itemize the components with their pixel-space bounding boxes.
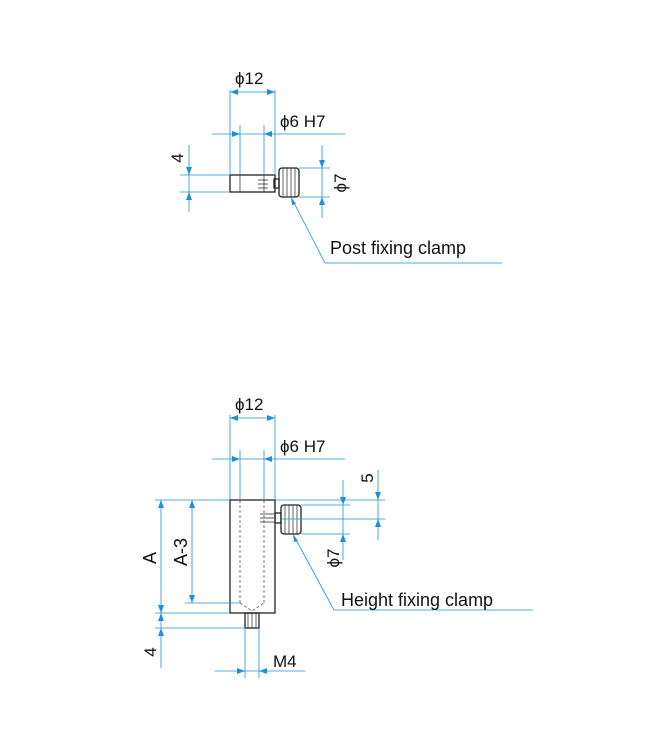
dim-bore-side: ϕ6 H7	[212, 437, 345, 500]
bottom-screw	[244, 612, 260, 629]
label-thread-side: M4	[273, 652, 297, 671]
label-bottom-side: 4	[141, 647, 160, 656]
body-outline	[229, 499, 276, 614]
knurl-lines	[282, 168, 296, 197]
post-holder-body	[229, 174, 276, 193]
callout-height-fixing-clamp: Height fixing clamp	[293, 534, 533, 611]
label-inner-side: A-3	[171, 538, 191, 566]
thread-marks	[258, 179, 268, 189]
dim-inner-side: A-3	[171, 500, 240, 604]
dim-outer-diameter-top: ϕ12	[229, 69, 276, 175]
screw-thread-lines	[247, 613, 257, 628]
dim-clamp-offset-side: 5	[275, 470, 385, 540]
thread-marks	[260, 513, 274, 523]
label-outer-diameter-side: ϕ12	[235, 395, 263, 414]
side-view: ϕ12 ϕ6 H7 5 ϕ7	[140, 395, 533, 678]
label-height-top: 4	[168, 153, 187, 162]
clamp-head	[280, 504, 302, 535]
dim-bore-top: ϕ6 H7	[212, 112, 345, 175]
dim-clamp-diameter-side: ϕ7	[301, 480, 350, 567]
label-total-side: A	[140, 552, 160, 564]
knurl-lines	[284, 505, 298, 534]
dim-outer-diameter-side: ϕ12	[229, 395, 276, 500]
dim-bottom-side: 4	[141, 613, 245, 668]
label-bore-side: ϕ6 H7	[280, 437, 325, 456]
label-clamp-diameter-top: ϕ7	[331, 174, 350, 193]
label-outer-diameter-top: ϕ12	[235, 69, 263, 88]
body-outline	[229, 174, 276, 193]
label-clamp-offset-side: 5	[358, 473, 377, 482]
label-bore-top: ϕ6 H7	[280, 112, 325, 131]
dim-total-side: A	[140, 499, 230, 614]
height-holder-body	[229, 499, 276, 614]
label-height-fixing-clamp: Height fixing clamp	[341, 590, 493, 610]
height-fixing-clamp-knob	[274, 504, 302, 535]
dim-clamp-diameter-top: ϕ7	[299, 145, 350, 218]
top-view: ϕ12 ϕ6 H7 4 ϕ7	[168, 69, 502, 264]
label-clamp-diameter-side: ϕ7	[324, 549, 343, 568]
clamp-head	[278, 167, 300, 198]
clamp-stem	[274, 512, 282, 524]
label-post-fixing-clamp: Post fixing clamp	[330, 238, 466, 258]
dim-thread-side: M4	[215, 628, 305, 678]
bore-hidden-tip	[239, 602, 265, 612]
post-fixing-clamp-knob	[273, 167, 300, 198]
callout-post-fixing-clamp: Post fixing clamp	[291, 197, 502, 264]
dim-height-top: 4	[168, 145, 230, 212]
